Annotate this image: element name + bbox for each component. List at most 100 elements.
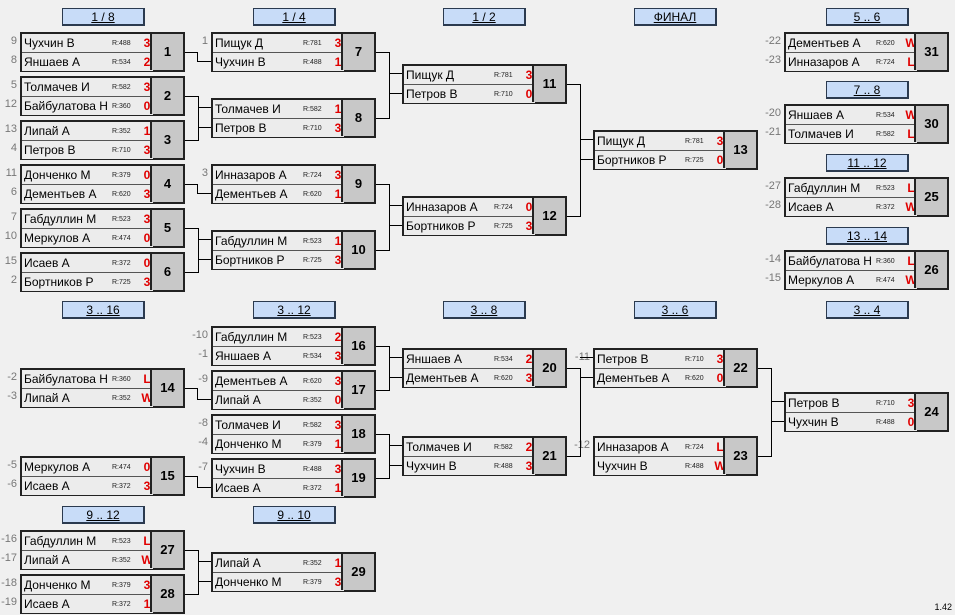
player-score: 1 [334, 55, 342, 69]
match-number: 22 [723, 350, 756, 386]
player-seed: 10 [4, 230, 17, 242]
player-rating: R:523 [112, 216, 131, 223]
match-number: 20 [532, 350, 565, 386]
player-seed: -2 [7, 371, 17, 383]
player-seed: 3 [201, 167, 208, 179]
connector-line [389, 434, 390, 479]
connector-line [185, 96, 198, 97]
connector-line [197, 487, 211, 488]
player-name: Дементьев А [788, 36, 861, 50]
player-rating: R:488 [112, 40, 131, 47]
player-rating: R:379 [303, 579, 322, 586]
player-name: Чухчин В [788, 415, 839, 429]
round-header-label: 3 .. 4 [853, 303, 881, 317]
player-seed: 8 [10, 54, 17, 66]
player-name: Дементьев А [597, 371, 670, 385]
connector-line [389, 465, 402, 466]
connector-line [771, 368, 772, 457]
round-header-label: 3 .. 16 [86, 303, 120, 317]
player-name: Меркулов А [24, 460, 91, 474]
player-name: Чухчин В [24, 36, 75, 50]
player-name: Байбулатова Н [24, 99, 108, 113]
player-rating: R:372 [112, 483, 131, 490]
round-header-final: ФИНАЛ [634, 8, 717, 26]
connector-line [197, 52, 198, 62]
connector-line [389, 346, 390, 391]
match-number: 25 [914, 179, 947, 215]
player-score: L [907, 55, 915, 69]
connector-line [198, 96, 199, 141]
player-seed: 13 [4, 123, 17, 135]
player-seed: -18 [1, 577, 17, 589]
player-name: Габдуллин М [24, 212, 97, 226]
player-name: Байбулатова Н [788, 254, 872, 268]
player-rating: R:781 [685, 138, 704, 145]
round-header-13-14: 13 .. 14 [826, 227, 909, 245]
player-name: Толмачев И [215, 102, 281, 116]
match-number: 15 [150, 458, 183, 494]
player-name: Чухчин В [597, 459, 648, 473]
match-number: 11 [532, 66, 565, 102]
connector-line [185, 476, 197, 477]
player-name: Исаев А [24, 479, 70, 493]
player-rating: R:620 [494, 375, 513, 382]
round-header-3-4: 3 .. 4 [826, 301, 909, 319]
player-name: Дементьев А [215, 374, 288, 388]
player-seed: 5 [10, 79, 17, 91]
player-rating: R:710 [685, 356, 704, 363]
player-score: 3 [334, 374, 342, 388]
connector-line [198, 550, 199, 595]
player-name: Петров В [24, 143, 76, 157]
player-name: Инназаров А [597, 440, 669, 454]
player-name: Инназаров А [406, 200, 478, 214]
player-name: Бортников Р [215, 253, 285, 267]
player-rating: R:474 [876, 277, 895, 284]
player-rating: R:488 [303, 466, 322, 473]
player-name: Липай А [215, 556, 261, 570]
player-seed: -22 [765, 35, 781, 47]
round-header-label: 1 / 8 [91, 10, 115, 24]
connector-line [389, 225, 402, 226]
round-header-3-12: 3 .. 12 [253, 301, 336, 319]
connector-line [376, 184, 389, 185]
connector-line [771, 421, 784, 422]
player-name: Исаев А [788, 200, 834, 214]
player-rating: R:379 [303, 441, 322, 448]
connector-line [758, 456, 771, 457]
player-score: 2 [525, 440, 533, 454]
player-rating: R:372 [112, 260, 131, 267]
player-score: 3 [716, 134, 724, 148]
player-rating: R:710 [303, 125, 322, 132]
player-seed: -20 [765, 107, 781, 119]
connector-line [567, 456, 580, 457]
player-name: Чухчин В [406, 459, 457, 473]
connector-line [580, 139, 593, 140]
player-score: 3 [143, 275, 151, 289]
player-seed: 9 [10, 35, 17, 47]
player-name: Пищук Д [406, 68, 455, 82]
player-score: 3 [525, 459, 533, 473]
connector-line [389, 377, 402, 378]
player-rating: R:534 [303, 353, 322, 360]
